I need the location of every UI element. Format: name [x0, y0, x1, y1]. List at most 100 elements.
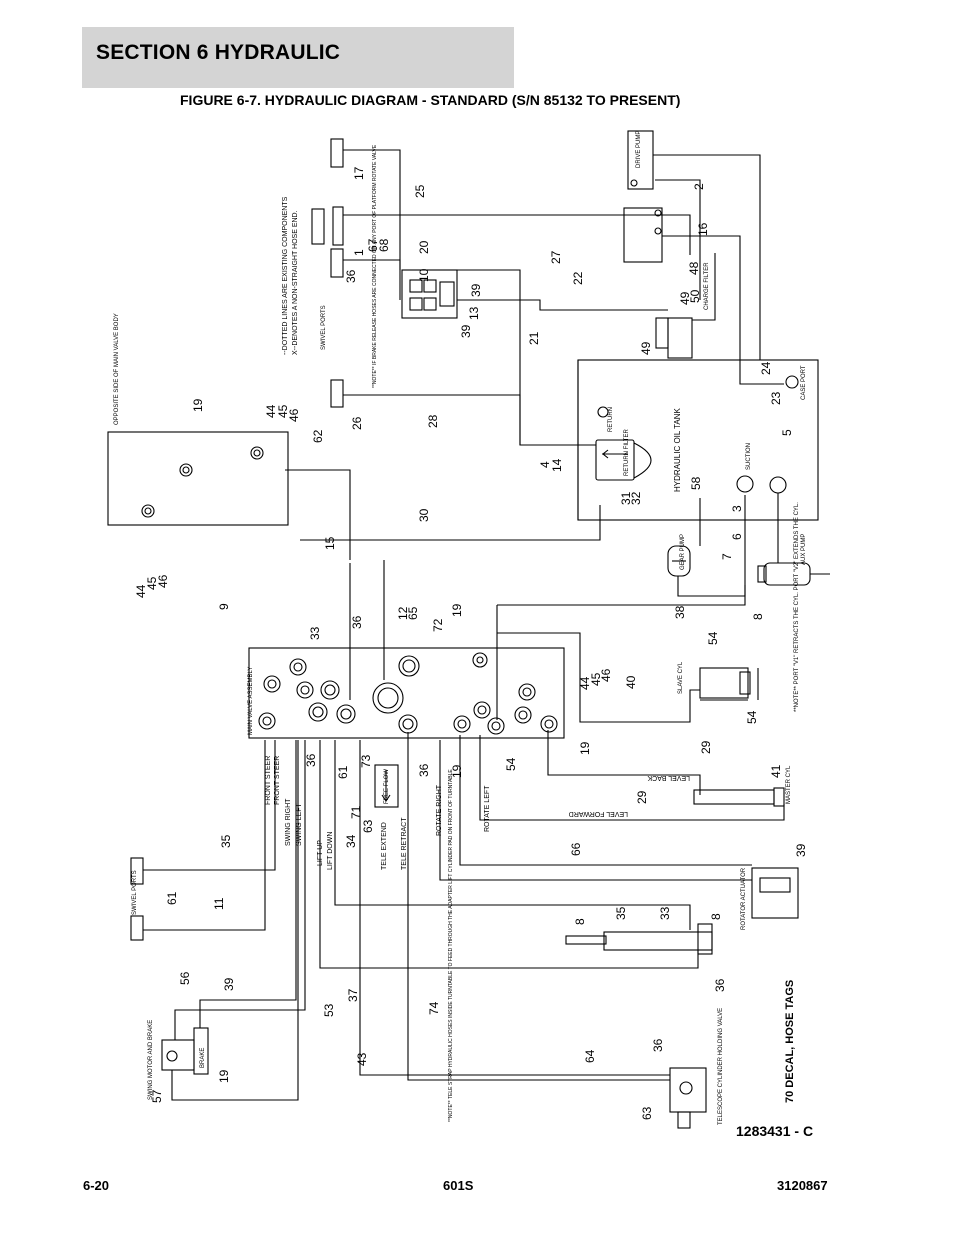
master-cylinder — [693, 789, 775, 805]
note-slave-port: **NOTE** PORT "V1" RETRACTS THE CYL. POR… — [794, 502, 800, 712]
callout-49b: 49 — [639, 341, 653, 355]
callout-31: 31 — [619, 491, 633, 505]
callout-39a: 39 — [469, 283, 483, 297]
callout-37: 37 — [346, 988, 360, 1002]
callout-23: 23 — [769, 391, 783, 405]
swivel-port-3 — [332, 206, 344, 246]
gear-pump-label: GEAR PUMP — [680, 534, 686, 570]
callout-36b: 36 — [350, 615, 364, 629]
callout-19a: 19 — [191, 398, 205, 412]
valve-port-6 — [453, 715, 471, 733]
drawing-number: 1283431 - C — [736, 1123, 814, 1139]
callout-20: 20 — [417, 240, 431, 254]
footer-page-number: 6-20 — [83, 1178, 110, 1193]
charge-filter-label: CHARGE FILTER — [704, 262, 710, 310]
callout-8c: 8 — [709, 913, 723, 920]
callout-35b: 35 — [614, 906, 628, 920]
callout-73: 73 — [359, 754, 373, 768]
callout-13: 13 — [467, 306, 481, 320]
decal-note: 70 DECAL, HOSE TAGS — [784, 980, 796, 1103]
gear-pump — [667, 545, 691, 577]
callout-4: 4 — [538, 461, 552, 468]
oil-tank-label: HYDRAULIC OIL TANK — [673, 407, 682, 492]
front-steer-label-1: FRONT STEER — [265, 756, 272, 805]
note-dotted-lines: --DOTTED LINES ARE EXISTING COMPONENTS — [282, 196, 289, 355]
valve-port-14 — [296, 681, 314, 699]
callout-7: 7 — [720, 553, 734, 560]
section-header: SECTION 6 HYDRAULIC — [82, 27, 514, 88]
callout-61b: 61 — [336, 765, 350, 779]
callout-54c: 54 — [745, 710, 759, 724]
swivel-port-5 — [330, 379, 344, 408]
callout-44a: 44 — [264, 404, 278, 418]
callout-39d: 39 — [222, 977, 236, 991]
callout-71: 71 — [349, 805, 363, 819]
valve-port-12 — [289, 658, 307, 676]
valve-port-9 — [398, 714, 418, 734]
callout-74: 74 — [427, 1001, 441, 1015]
swing-left-label: SWING LEFT — [296, 802, 303, 846]
lift-down-label: LIFT DOWN — [327, 832, 334, 870]
figure-caption: FIGURE 6-7. HYDRAULIC DIAGRAM - STANDARD… — [180, 92, 681, 108]
callout-36a: 36 — [344, 269, 358, 283]
callout-45c: 45 — [589, 672, 603, 686]
opposite-side-label: OPPOSITE SIDE OF MAIN VALVE BODY — [114, 313, 120, 425]
valve-port-3 — [487, 717, 505, 735]
aux-pump-label: AUX PUMP — [801, 534, 807, 565]
slave-cyl-label: SLAVE CYL — [678, 661, 684, 694]
callout-45b: 45 — [145, 576, 159, 590]
callout-39b: 39 — [459, 324, 473, 338]
brake-label: BRAKE — [200, 1048, 206, 1068]
callout-46c: 46 — [599, 668, 613, 682]
rotator-actuator — [751, 867, 799, 919]
callout-26: 26 — [350, 416, 364, 430]
callout-46b: 46 — [156, 574, 170, 588]
callout-5: 5 — [780, 429, 794, 436]
callout-54b: 54 — [504, 757, 518, 771]
opposite-side-box — [107, 431, 289, 526]
callout-8a: 8 — [751, 613, 765, 620]
main-valve-label: MAIN VALVE ASSEMBLY — [248, 667, 254, 735]
valve-port-t — [372, 682, 404, 714]
callout-1: 1 — [352, 249, 366, 256]
free-flow-label: FREE FLOW — [384, 769, 390, 804]
callout-54a: 54 — [706, 631, 720, 645]
callout-49a: 49 — [678, 291, 692, 305]
callout-36d: 36 — [417, 763, 431, 777]
callout-64: 64 — [583, 1049, 597, 1063]
callout-16: 16 — [696, 222, 710, 236]
rotator-actuator-label: ROTATOR ACTUATOR — [741, 867, 747, 930]
return-label: RETURN — [608, 407, 614, 432]
swivel-ports-label-2: SWIVEL PORTS — [321, 305, 327, 350]
callout-2: 2 — [692, 183, 706, 190]
return-filter — [595, 439, 635, 481]
callout-19e: 19 — [217, 1069, 231, 1083]
callout-11: 11 — [212, 897, 226, 910]
callout-38: 38 — [673, 605, 687, 619]
note-non-straight: X--DENOTES A NON-STRAIGHT HOSE END. — [292, 210, 299, 355]
callout-68: 68 — [377, 238, 391, 252]
case-port — [785, 375, 799, 389]
callout-36f: 36 — [651, 1038, 665, 1052]
charge-filter — [667, 317, 693, 359]
callout-46a: 46 — [287, 408, 301, 422]
callout-19c: 19 — [578, 741, 592, 755]
callout-57: 57 — [150, 1089, 164, 1103]
brake — [193, 1027, 209, 1075]
valve-port-2 — [514, 706, 532, 724]
free-flow-box — [374, 764, 399, 808]
valve-port-m4 — [518, 683, 536, 701]
swing-motor-label: SWING MOTOR AND BRAKE — [148, 1020, 154, 1100]
note-tele-strap: **NOTE** TELE STRAP HYDRAULIC HOSES INSI… — [448, 769, 454, 1122]
callout-34: 34 — [344, 834, 358, 848]
callout-56: 56 — [178, 971, 192, 985]
valve-port-1 — [540, 715, 558, 733]
callout-6: 6 — [730, 533, 744, 540]
callout-44c: 44 — [578, 676, 592, 690]
level-forward-label: LEVEL FORWARD — [569, 810, 628, 817]
callout-36c: 36 — [304, 753, 318, 767]
drive-pump-label: DRIVE PUMP — [636, 131, 642, 168]
callout-32: 32 — [629, 491, 643, 505]
valve-port-p1 — [336, 704, 356, 724]
valve-port-13 — [263, 675, 281, 693]
